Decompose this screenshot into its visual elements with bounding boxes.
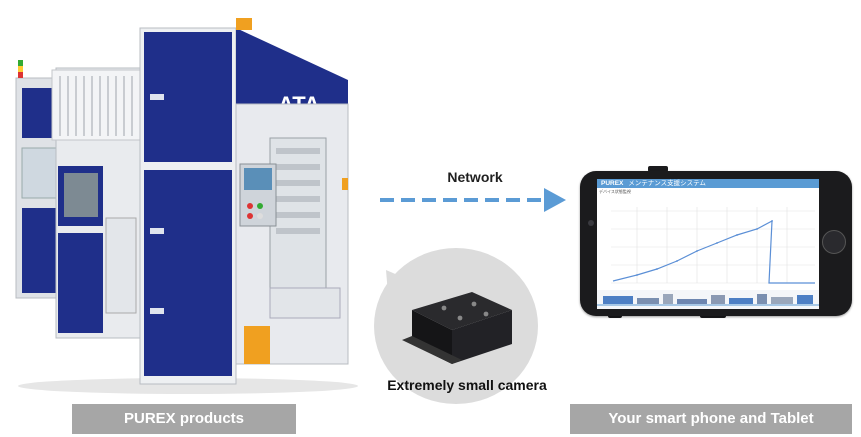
purex-products-caption: PUREX products bbox=[72, 404, 296, 434]
purex-machine-illustration: ATA bbox=[15, 18, 358, 394]
front-camera-icon bbox=[588, 220, 594, 226]
screen-title: メンテナンス支援システム bbox=[628, 180, 706, 187]
dashed-arrow-right-icon bbox=[380, 188, 566, 212]
screen-logo: PUREX bbox=[601, 180, 624, 187]
monitoring-chart bbox=[611, 207, 815, 284]
smartphone-tablet-caption: Your smart phone and Tablet bbox=[570, 404, 852, 434]
home-button-icon bbox=[822, 230, 846, 254]
screen-subtitle: デバイス状態監視 bbox=[599, 189, 631, 194]
tablet-screen: PUREX メンテナンス支援システム デバイス状態監視 bbox=[597, 179, 819, 309]
camera-box-icon bbox=[386, 270, 512, 364]
equipment-status-bar bbox=[597, 290, 819, 309]
tablet-side-button bbox=[648, 166, 668, 172]
network-label: Network bbox=[447, 169, 503, 185]
camera-label: Extremely small camera bbox=[387, 377, 547, 393]
screen-header: PUREX メンテナンス支援システム bbox=[597, 179, 819, 188]
